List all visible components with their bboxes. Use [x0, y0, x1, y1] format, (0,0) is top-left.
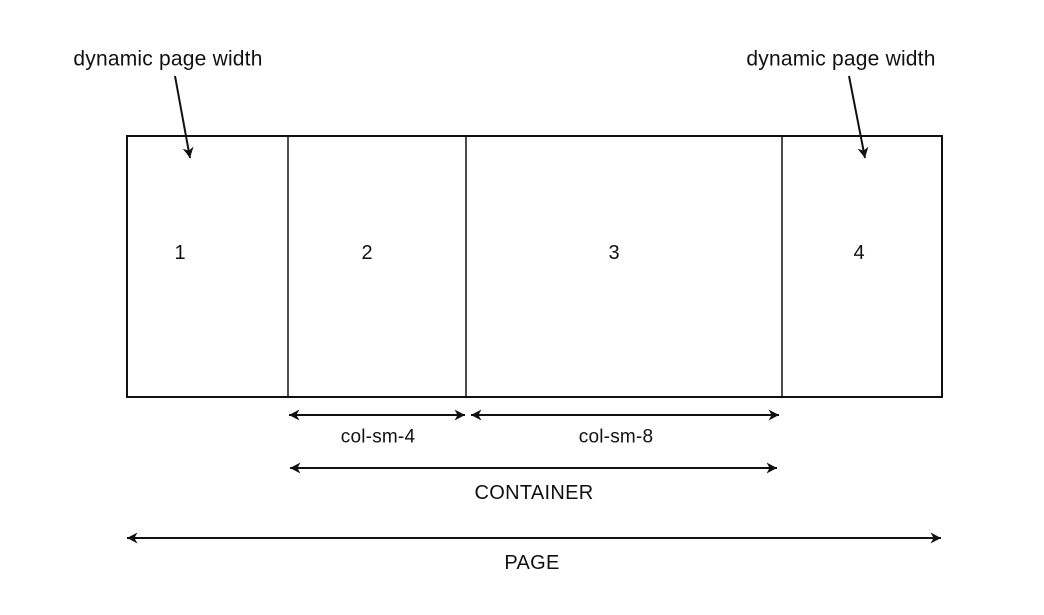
container-label: CONTAINER: [474, 482, 594, 504]
leader-arrow-left-icon: [174, 75, 194, 159]
leader-arrow-right-icon: [848, 75, 869, 159]
col-sm-4-label: col-sm-4: [340, 426, 416, 448]
col-sm-8-label: col-sm-8: [578, 426, 654, 448]
page-outline-rect: [126, 135, 943, 398]
column-2-number: 2: [361, 242, 373, 264]
column-1-number: 1: [174, 242, 186, 264]
column-3-number: 3: [608, 242, 620, 264]
column-4-number: 4: [853, 242, 865, 264]
annotation-left-label: dynamic page width: [73, 47, 263, 71]
annotation-right-label: dynamic page width: [746, 47, 936, 71]
page-label: PAGE: [504, 552, 560, 574]
